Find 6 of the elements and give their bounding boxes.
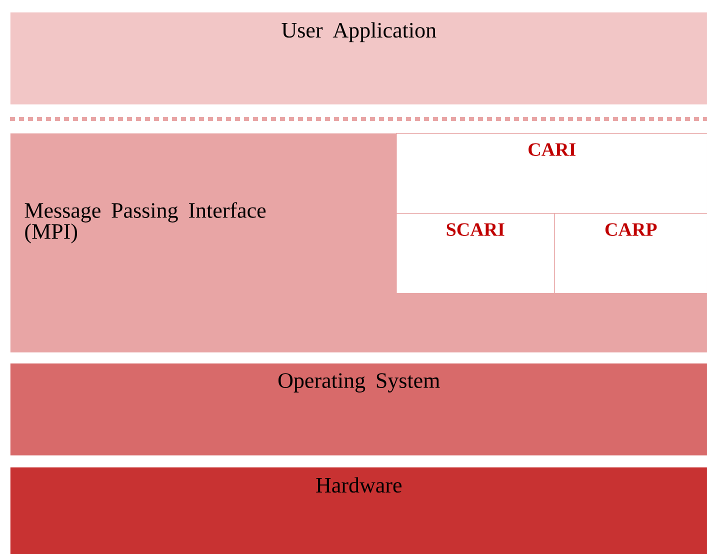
layer-box: Operating System xyxy=(10,363,707,456)
module-box: CARP xyxy=(554,213,707,294)
layer-box: User Application xyxy=(10,12,707,104)
layer-box: Hardware xyxy=(10,467,707,554)
node-label: CARI xyxy=(528,143,576,156)
module-box: SCARI xyxy=(396,213,555,294)
